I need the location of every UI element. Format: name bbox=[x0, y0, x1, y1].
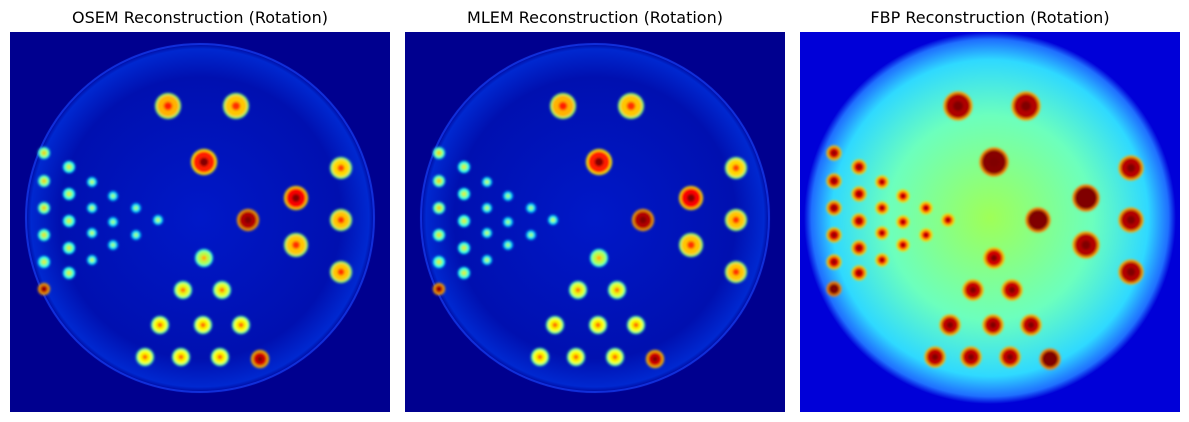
reconstruction-svg bbox=[10, 32, 390, 412]
hot-spots bbox=[826, 91, 1144, 370]
phantom-rim bbox=[420, 43, 770, 393]
phantom-disk bbox=[24, 42, 376, 394]
reconstruction-image bbox=[800, 32, 1180, 412]
phantom-disk bbox=[419, 42, 771, 394]
reconstruction-svg bbox=[405, 32, 785, 412]
panel-title: FBP Reconstruction (Rotation) bbox=[870, 8, 1110, 27]
hot-spots bbox=[38, 93, 352, 368]
phantom-disk bbox=[804, 32, 1176, 404]
panel-osem: OSEM Reconstruction (Rotation) bbox=[10, 0, 390, 422]
panel-mlem: MLEM Reconstruction (Rotation) bbox=[405, 0, 785, 422]
hot-spots bbox=[433, 93, 747, 368]
reconstruction-image bbox=[405, 32, 785, 412]
panel-title: MLEM Reconstruction (Rotation) bbox=[467, 8, 723, 27]
reconstruction-image bbox=[10, 32, 390, 412]
phantom-rim bbox=[25, 43, 375, 393]
reconstruction-svg bbox=[800, 32, 1180, 412]
panel-fbp: FBP Reconstruction (Rotation) bbox=[800, 0, 1180, 422]
panel-title: OSEM Reconstruction (Rotation) bbox=[72, 8, 328, 27]
